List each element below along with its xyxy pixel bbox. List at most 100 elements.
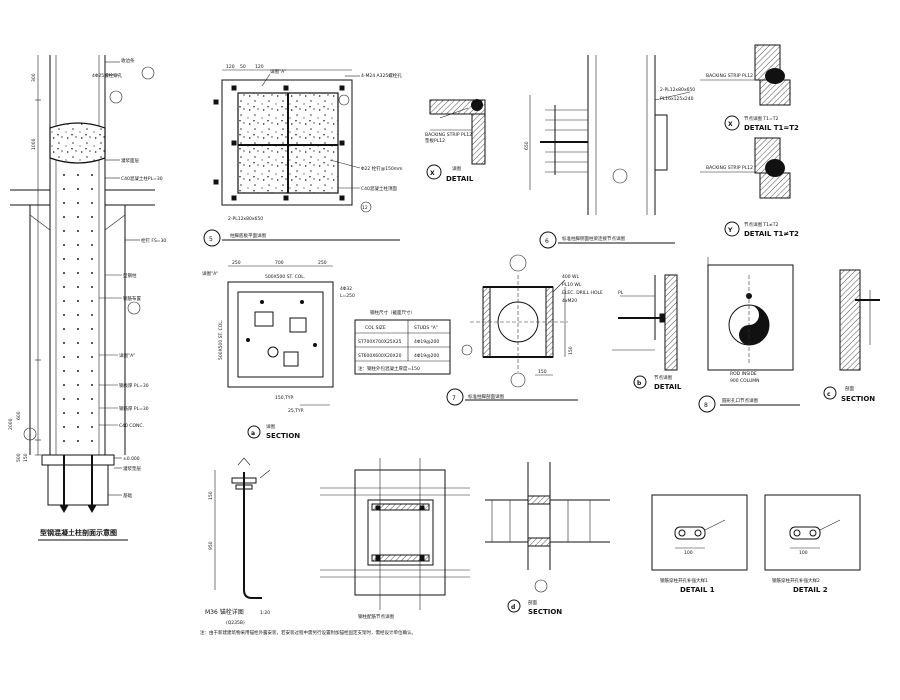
sa-dim-2: 250 (318, 260, 327, 266)
stud-dot (63, 384, 65, 386)
stud-dot (77, 286, 79, 288)
elev-label-11: ±0.000 (123, 456, 140, 462)
t1ne-note: BACKING STRIP PL12 (706, 165, 753, 171)
v5-label-1: 4-M24 A325螺栓孔 (361, 72, 402, 79)
dim-600: 600 (16, 411, 22, 420)
elev-label-2: 灌浆面层 (121, 157, 139, 164)
elev-label-6: 钢筋布置 (123, 295, 141, 302)
column-joint-title: 钢柱配筋节点详图 (358, 613, 394, 620)
anchor-title: M36 锚栓详图 (205, 608, 244, 616)
elev-label-8: 钢板厚 PL=30 (119, 382, 149, 389)
stud-dot (63, 440, 65, 442)
stud-dot (77, 202, 79, 204)
column-joint-plan: 钢柱配筋节点详图 (320, 458, 470, 620)
stud-dot (63, 230, 65, 232)
stud-dot (77, 412, 79, 414)
view-8-title: 圆形孔口节点详图 (722, 397, 758, 404)
stud-dot (77, 258, 79, 260)
stud-dot (77, 300, 79, 302)
detail-b-caption: 节点详图 (654, 374, 672, 381)
stud-dot (91, 412, 93, 414)
view-7-number: 7 (452, 395, 456, 402)
section-a-plan: 250 700 250 详图"A" 500X500 ST. COL. 500X5… (202, 260, 355, 440)
detail-2: 100 钢筋穿柱开孔补强大样2 DETAIL 2 (764, 494, 861, 594)
v5-dim-2: 120 (255, 64, 264, 70)
v8-label-1: 900 COLUMN (730, 378, 760, 384)
stud-dot (63, 426, 65, 428)
view-5-number: 5 (209, 236, 213, 243)
sa-dim-0: 250 (232, 260, 241, 266)
detail-2-caption: 钢筋穿柱开孔补强大样2 (772, 577, 820, 584)
section-d-label: SECTION (528, 608, 562, 616)
detail-t1-equal-t2: BACKING STRIP PL12 X 节点详图 T1=T2 DETAIL T… (700, 44, 799, 132)
v7-dim-0: 150 (568, 346, 574, 355)
v5-label-4: 2-PL12x80x650 (228, 216, 263, 222)
v7-label-3: 4xM20 (562, 298, 577, 304)
v6-label-0: 2-PL12x80x650 (660, 87, 695, 93)
detail-b: PL b 节点详图 DETAIL (612, 274, 682, 391)
stud-dot (63, 272, 65, 274)
stud-dot (77, 174, 79, 176)
stud-dot (77, 314, 79, 316)
stud-dot (77, 398, 79, 400)
section-a-caption: 详图 (266, 423, 275, 430)
elev-label-1: 4Φ25螺栓穿孔 (92, 72, 123, 79)
stud-dot (77, 384, 79, 386)
stud-dot (77, 356, 79, 358)
v7-label-2: ELEC. DRILL HOLE (562, 290, 603, 296)
t1ne-letter: Y (727, 227, 733, 234)
detail-x-note-0: BACKING STRIP PL12 (425, 132, 472, 138)
steel-table-header-0: COL SIZE (365, 325, 386, 331)
stud-dot (63, 174, 65, 176)
stud-dot (91, 272, 93, 274)
v7-label-1: PL10 WL (562, 282, 582, 288)
stud-dot (91, 328, 93, 330)
stud-dot (63, 370, 65, 372)
detail-1-label: DETAIL 1 (680, 586, 715, 594)
t1t2-caption: 节点详图 T1=T2 (744, 115, 779, 122)
detail-x-label: DETAIL (446, 175, 474, 183)
steel-table-cell: ST600X600X20X20 (358, 353, 402, 359)
view-5-title: 柱脚底板平面详图 (230, 232, 266, 239)
t1t2-note: BACKING STRIP PL12 (706, 73, 753, 79)
stud-dot (77, 230, 79, 232)
sa-label-1: 500X500 ST. COL. (265, 274, 305, 280)
stud-dot (91, 314, 93, 316)
sa-label-6: L=250 (340, 293, 355, 299)
stud-dot (91, 398, 93, 400)
view-6-column-beam: 650 2-PL12x80x650 PL16x125x240 6 标准柱脚侧面柱… (524, 55, 695, 249)
stud-dot (91, 300, 93, 302)
elev-label-3: C40混凝土柱PL=30 (121, 175, 163, 182)
detail-1: 100 钢筋穿柱开孔补强大样1 DETAIL 1 (651, 494, 748, 594)
v7-dim-1: 150 (538, 369, 547, 375)
column-elevation: 300 1000 600 2000 500 150 收边条 4Φ25螺栓穿孔 灌… (8, 55, 166, 541)
stud-dot (77, 426, 79, 428)
dim-300: 300 (31, 73, 37, 82)
v5-label-2: Φ22 栓钉@150mm (361, 165, 403, 172)
view-5-base-plate-plan: 120 50 120 详图"A" 4-M24 A325螺栓孔 Φ22 栓钉@15… (203, 64, 403, 247)
dim-150: 150 (23, 453, 29, 462)
stud-dot (91, 286, 93, 288)
v8-label-0: ROD INSIDE (730, 371, 757, 377)
stud-dot (91, 174, 93, 176)
v6-dim-0: 650 (524, 141, 530, 150)
dim-500: 500 (16, 453, 22, 462)
anchor-bolt-m36: 150 950 M36 锚栓详图 1:20 (Q235B) 注：由于新建建筑物采… (200, 457, 416, 636)
detail-1-dim: 100 (684, 550, 693, 556)
detail-x-weld: BACKING STRIP PL12 垫板PL12 X 详图 DETAIL (425, 99, 486, 183)
elev-label-5: 型钢柱 (123, 272, 137, 279)
stud-dot (91, 216, 93, 218)
detail-2-label: DETAIL 2 (793, 586, 828, 594)
elev-label-7: 详图"A" (119, 352, 135, 359)
dim-2000: 2000 (8, 418, 14, 430)
v5-label-3: C40混凝土柱顶面 (361, 185, 397, 192)
t1ne-caption: 节点详图 T1≠T2 (744, 221, 779, 228)
detail-t1-not-t2: BACKING STRIP PL12 Y 节点详图 T1≠T2 DETAIL T… (700, 137, 799, 238)
elev-label-13: 基础 (123, 492, 132, 499)
sa-label-4: 25,TYP. (288, 408, 304, 414)
sa-label-5: 4Φ32 (340, 286, 352, 292)
stud-dot (91, 188, 93, 190)
stud-dot (77, 370, 79, 372)
v6-label-1: PL16x125x240 (660, 96, 694, 102)
view-8-number: 8 (704, 402, 708, 409)
